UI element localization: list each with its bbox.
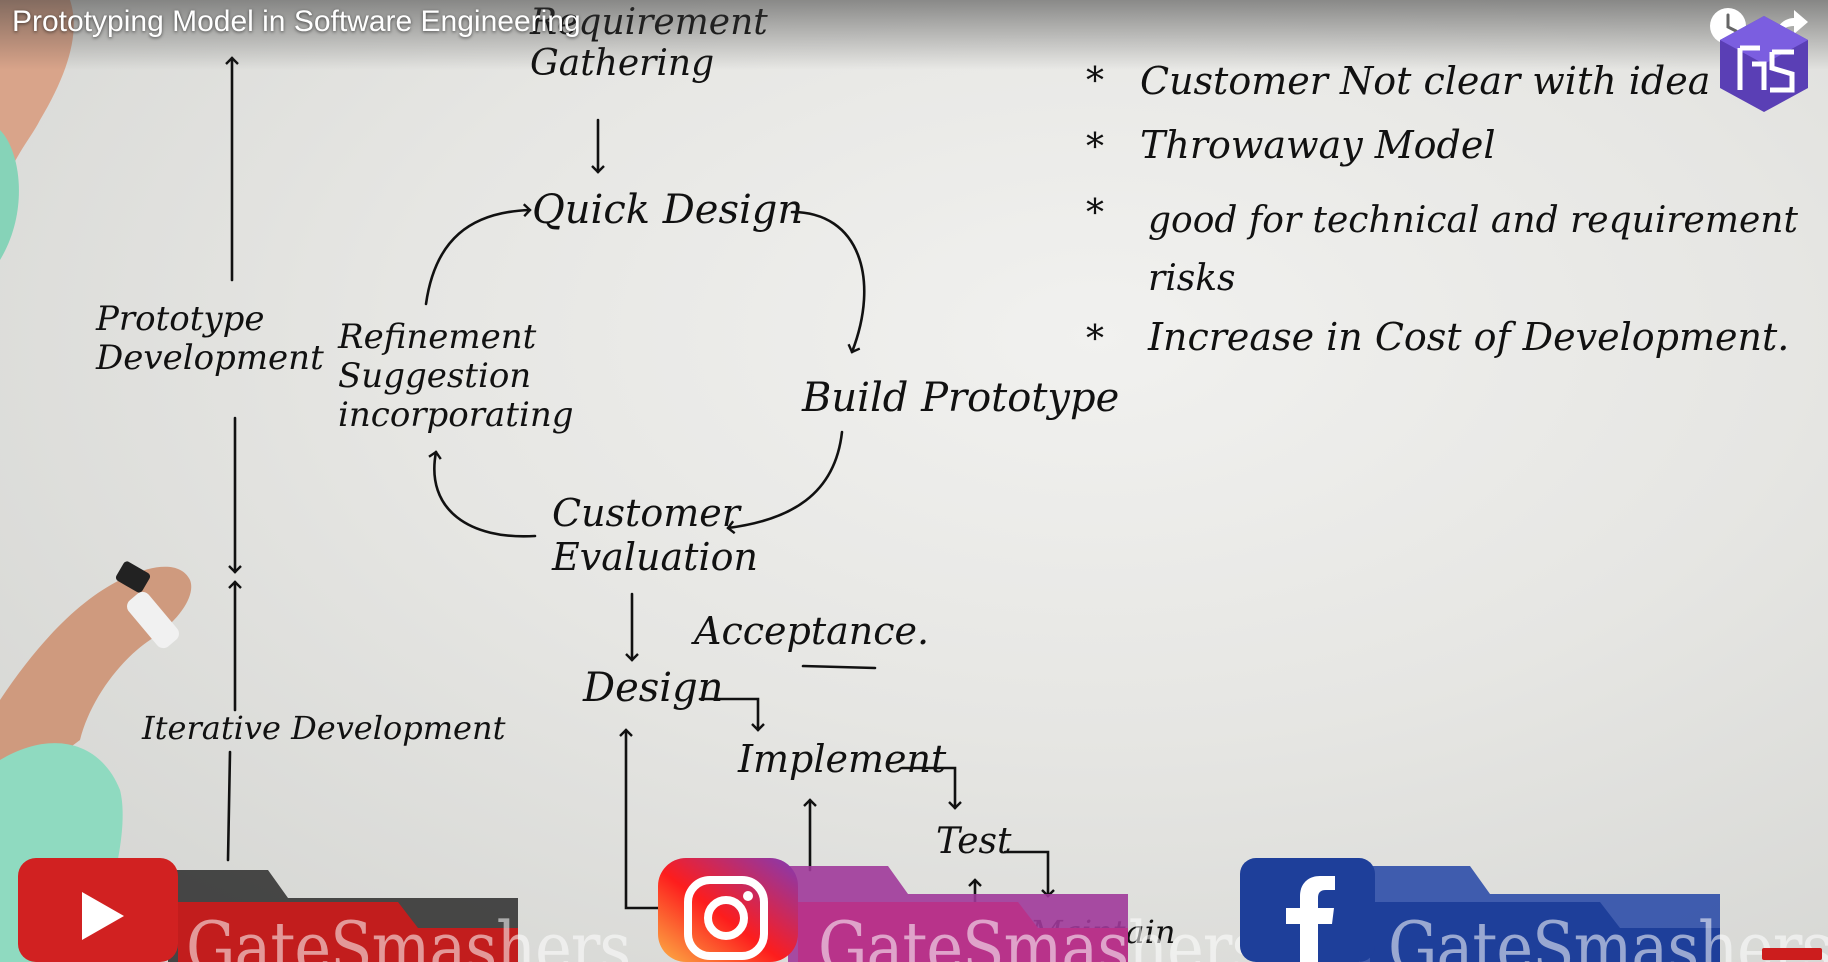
- note-bullet: *: [1086, 61, 1104, 102]
- arrow-evaluation-to-refinement: [428, 450, 537, 538]
- label-implement: Implement: [738, 737, 947, 781]
- share-icon: [1774, 10, 1808, 38]
- label-customer-evaluation: Customer Evaluation: [552, 491, 758, 579]
- note-bullet: *: [1086, 193, 1104, 234]
- arrow-design-to-implement: [698, 697, 765, 732]
- arrow-design-to-build: [790, 210, 866, 354]
- youtube-banner[interactable]: GateSmashers: [18, 858, 631, 962]
- label-quick-design: Quick Design: [532, 187, 804, 233]
- note-item: good for technical and requirement risks: [1148, 200, 1798, 299]
- arrow-build-to-evaluation: [726, 430, 844, 535]
- channel-logo: [1720, 16, 1808, 112]
- label-refinement: Refinement Suggestion incorporating: [338, 317, 574, 436]
- label-acceptance: Acceptance.: [694, 609, 930, 653]
- note-item: Throwaway Model: [1140, 123, 1496, 167]
- label-design: Design: [583, 665, 724, 711]
- video-title[interactable]: Prototyping Model in Software Engineerin…: [12, 5, 581, 38]
- presenter-hand: [0, 0, 192, 962]
- label-build-prototype: Build Prototype: [802, 375, 1120, 421]
- acceptance-underline: [801, 664, 877, 670]
- instagram-banner-label: GateSmashers: [818, 906, 1263, 962]
- timeline-bottom-line: [226, 750, 232, 862]
- instagram-banner[interactable]: GateSmashers: [658, 858, 1263, 962]
- youtube-banner-label: GateSmashers: [186, 906, 631, 962]
- arrow-feedback-to-design: [619, 728, 667, 910]
- title-overlay: [0, 0, 1828, 70]
- label-iterative-development: Iterative Development: [142, 709, 506, 747]
- note-bullet: *: [1086, 319, 1104, 360]
- arrow-refinement-to-design: [424, 203, 532, 306]
- facebook-icon: [1286, 876, 1335, 962]
- label-prototype-development: Prototype Development: [96, 299, 324, 379]
- note-item: Increase in Cost of Development.: [1148, 315, 1790, 359]
- note-bullet: *: [1086, 127, 1104, 168]
- arrow-implement-to-test: [900, 766, 962, 810]
- youtube-icon: [82, 892, 124, 940]
- instagram-icon: [684, 876, 768, 960]
- facebook-banner[interactable]: GateSmashers: [1240, 858, 1828, 962]
- subscribe-badge[interactable]: [1762, 948, 1822, 960]
- label-test: Test: [936, 821, 1012, 862]
- arrow-test-to-maintain: [1003, 850, 1055, 898]
- share-button[interactable]: [1768, 2, 1812, 46]
- facebook-banner-label: GateSmashers: [1388, 906, 1828, 962]
